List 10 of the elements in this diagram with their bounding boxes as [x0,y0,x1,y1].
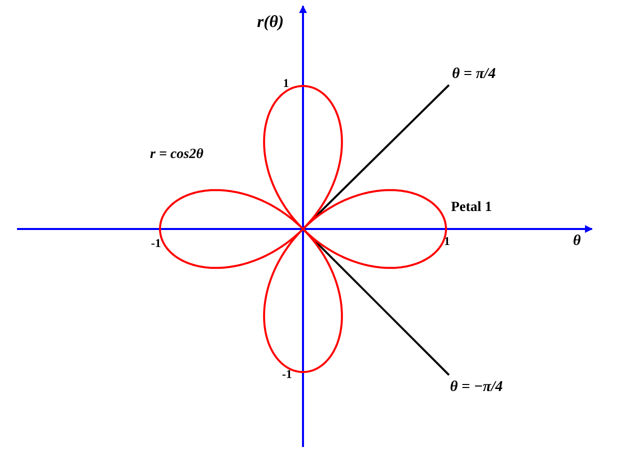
axis-label: r(θ) [257,13,284,30]
tick-label: 1 [444,235,450,247]
tick-label: -1 [151,237,161,249]
equation-label: θ = π/4 [452,67,496,82]
equation-label: r = cos2θ [150,148,204,162]
tick-label: -1 [282,368,292,380]
equation-label: θ = −π/4 [450,380,503,395]
curve-label: Petal 1 [451,201,492,215]
axis-label: θ [573,234,581,249]
tick-label: 1 [283,77,289,89]
